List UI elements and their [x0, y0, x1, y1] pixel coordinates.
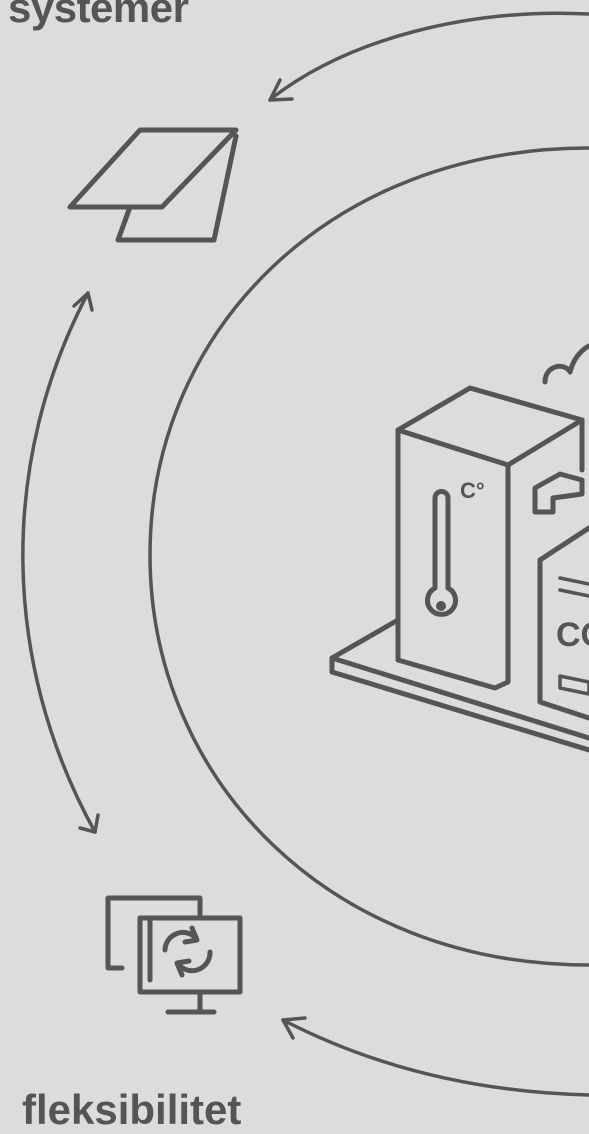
celsius-label: C°: [460, 478, 485, 503]
co2-label: CO: [556, 616, 589, 654]
building-sensors-icon: [329, 343, 589, 753]
arrow-bottom: [281, 1016, 589, 1097]
cycle-diagram: C° CO: [21, 11, 589, 1097]
inner-circle: [148, 146, 589, 967]
section-heading: systemer: [8, 0, 189, 31]
arrow-left: [21, 291, 100, 834]
sync-screens-icon: [105, 895, 243, 1015]
solar-panel-icon: [67, 127, 239, 243]
section-footer: fleksibilitet: [22, 1086, 242, 1133]
arrow-top: [268, 11, 589, 102]
